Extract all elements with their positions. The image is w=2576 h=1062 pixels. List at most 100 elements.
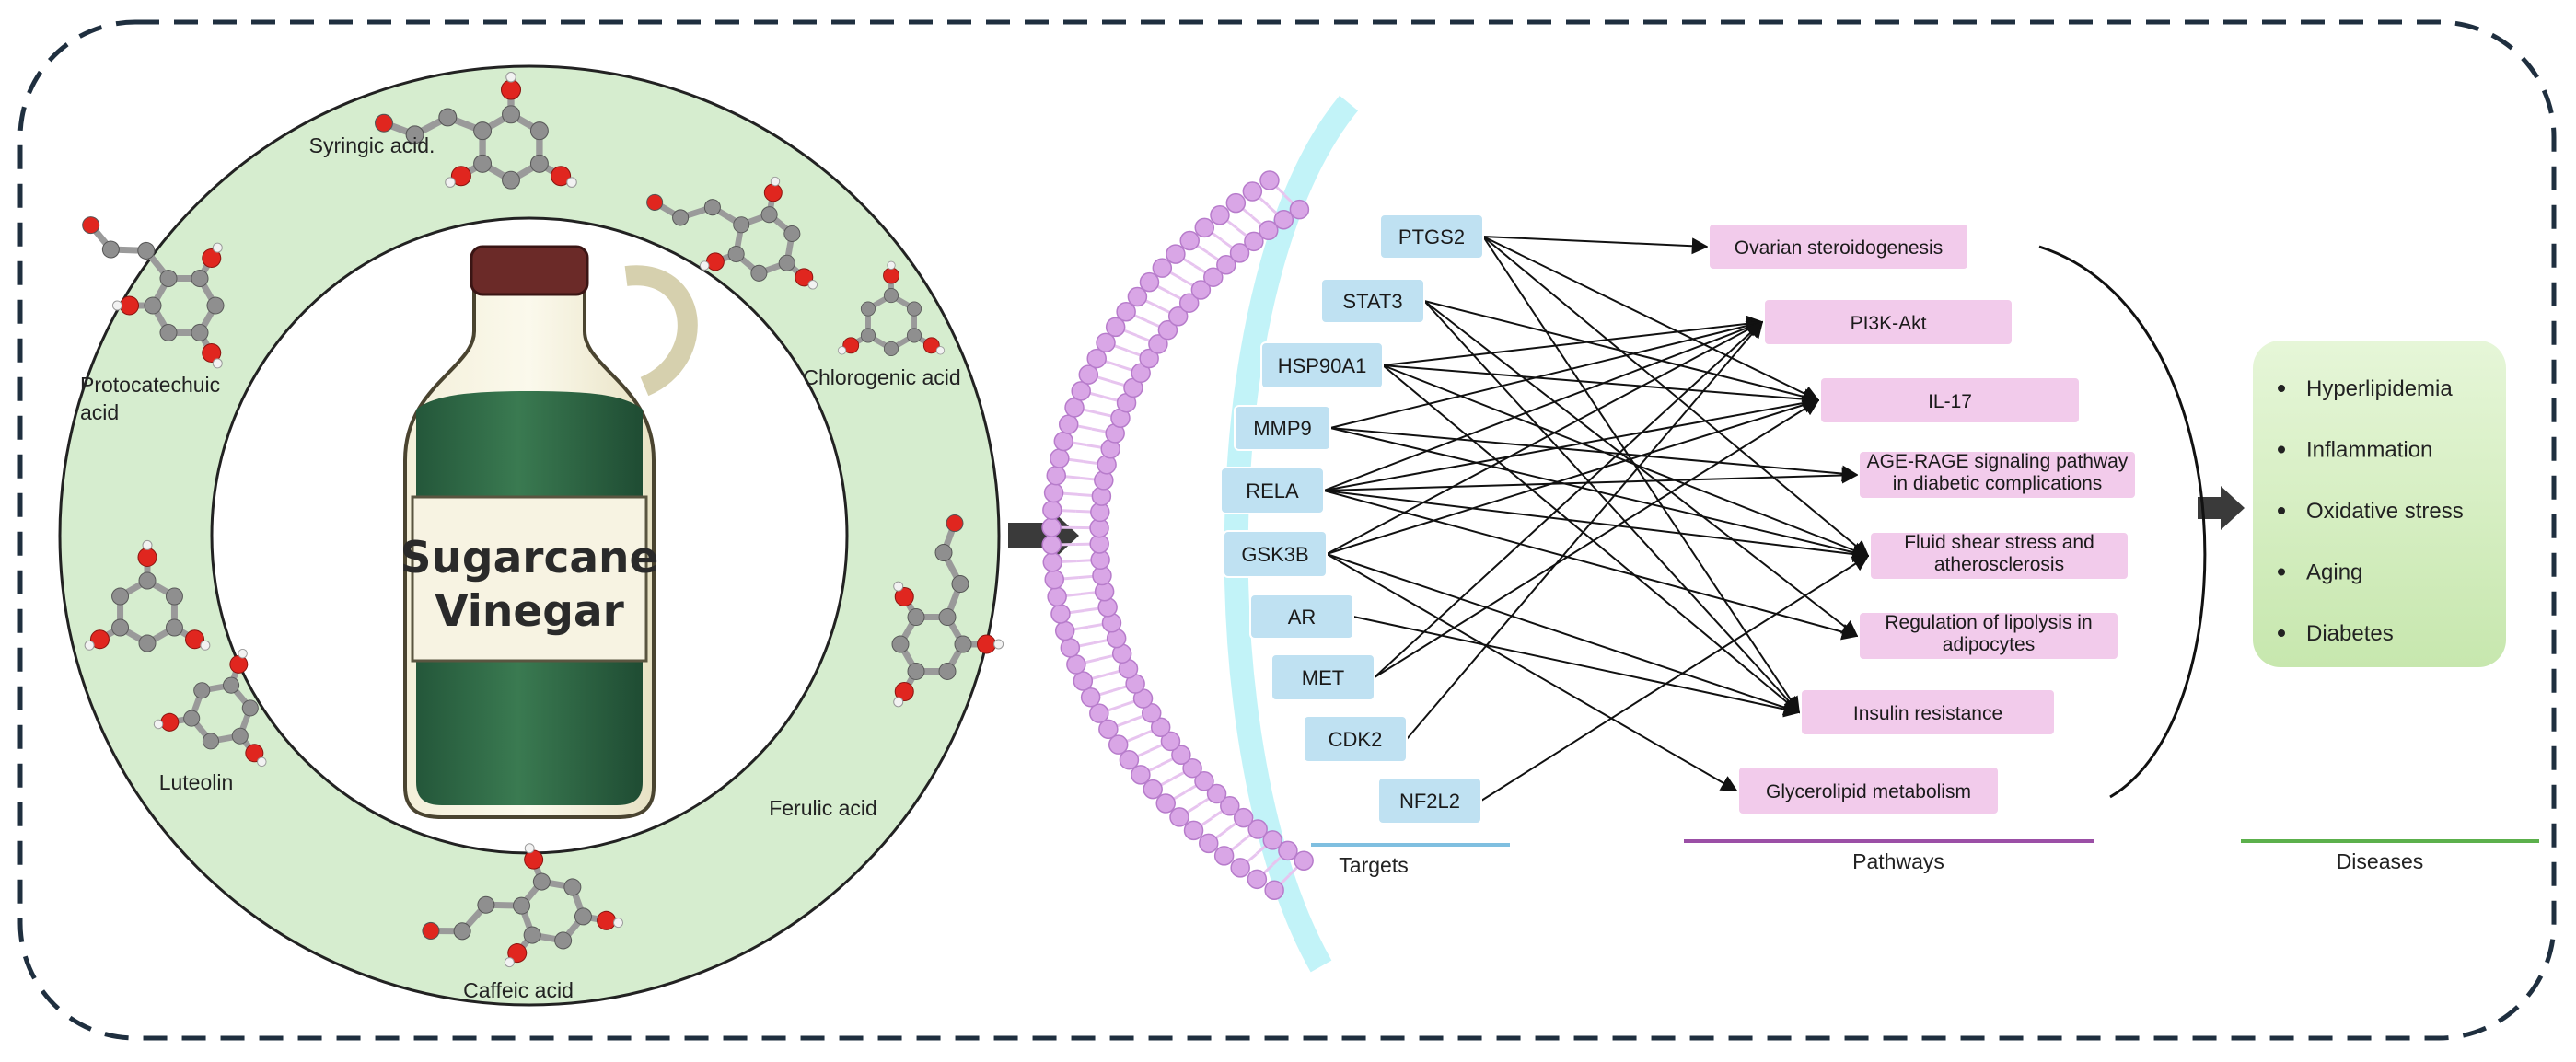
link-gsk3b-3: [1326, 397, 1820, 555]
mol-atom-carbon: [783, 225, 801, 242]
membrane-head: [1047, 586, 1067, 607]
link-rela-3: [1323, 395, 1820, 491]
membrane-head: [1220, 796, 1240, 816]
mol-atom-oxygen: [705, 252, 725, 271]
membrane-head: [1178, 293, 1200, 313]
membrane-head: [1143, 779, 1163, 800]
bottle-cap: [470, 245, 589, 296]
outer-dashed-frame: [17, 19, 2557, 1041]
mol-atom-carbon: [477, 895, 495, 914]
membrane-head: [1041, 535, 1062, 555]
disease-bullet: [2278, 629, 2285, 637]
molecule-chlorogenic-acid-ring2: [837, 260, 946, 356]
mol-atom-carbon: [951, 575, 969, 594]
mol-atom-carbon: [111, 587, 130, 606]
mol-atom-carbon: [223, 676, 240, 694]
mol-atom-hydrogen: [770, 176, 781, 187]
membrane-head: [1264, 880, 1284, 900]
target-node-stat3: STAT3: [1320, 278, 1425, 324]
link-gsk3b-2: [1326, 321, 1764, 555]
mol-atom-carbon: [529, 121, 549, 141]
membrane-head: [1157, 319, 1178, 341]
link-hsp90a1-2: [1382, 315, 1764, 366]
membrane-head: [1044, 569, 1064, 590]
mol-atom-carbon: [672, 209, 690, 226]
mol-atom-carbon: [159, 323, 178, 341]
membrane-head: [1167, 306, 1189, 327]
link-ptgs2-3: [1482, 236, 1820, 401]
membrane-head: [1183, 820, 1204, 841]
mol-atom-carbon: [954, 635, 972, 653]
compound-label-caffeic: Caffeic acid: [463, 978, 574, 1002]
membrane-head: [1225, 192, 1247, 214]
membrane-head: [1127, 286, 1148, 307]
target-box: [1220, 467, 1325, 514]
link-mmp9-4: [1329, 427, 1859, 482]
mol-atom-carbon: [938, 608, 957, 627]
membrane-head: [1116, 302, 1136, 322]
mol-atom-hydrogen: [212, 242, 223, 253]
membrane-glow: [1224, 95, 1359, 973]
mol-atom-carbon: [760, 206, 778, 224]
membrane-head: [1210, 204, 1230, 225]
target-box: [1377, 777, 1482, 825]
membrane-head: [1089, 703, 1109, 723]
mol-atom-hydrogen: [807, 280, 818, 290]
mol-atom-oxygen: [597, 910, 617, 930]
membrane-head: [1071, 381, 1091, 401]
target-label: STAT3: [1342, 290, 1402, 313]
link-met-3: [1374, 399, 1820, 678]
membrane-head: [1064, 398, 1085, 418]
pathway-box: [1869, 531, 2129, 581]
membrane-head: [1230, 858, 1250, 878]
membrane-head: [1259, 220, 1279, 241]
pathway-label: Glycerolipid metabolism: [1766, 781, 1971, 802]
membrane-head: [1080, 687, 1101, 708]
mol-atom-carbon: [453, 922, 471, 941]
target-node-ptgs2: PTGS2: [1379, 214, 1484, 260]
membrane-head: [1171, 745, 1191, 765]
membrane-head: [1289, 199, 1310, 220]
target-label: RELA: [1246, 479, 1299, 502]
target-box: [1223, 530, 1328, 578]
mol-atom-carbon: [906, 301, 922, 317]
mol-atom-oxygen: [842, 337, 860, 354]
target-node-met: MET: [1271, 653, 1375, 701]
mol-atom-oxygen: [89, 629, 110, 650]
membrane-head: [1182, 757, 1202, 779]
compound-label-luteolin: Luteolin: [159, 770, 234, 794]
membrane-head: [1166, 244, 1186, 264]
mol-atom-carbon: [241, 699, 259, 717]
mol-atom-oxygen: [946, 514, 964, 533]
mol-atom-carbon: [183, 710, 201, 727]
membrane-head: [1041, 517, 1062, 537]
membrane-head: [1108, 734, 1129, 755]
compound-label-protocatechuic-1: Protocatechuic: [80, 373, 220, 397]
target-box: [1320, 278, 1425, 324]
link-rela-4: [1323, 467, 1859, 491]
target-label: HSP90A1: [1278, 354, 1367, 377]
molecule-chlorogenic-acid: [646, 176, 818, 290]
mol-atom-hydrogen: [505, 72, 516, 83]
mol-atom-carbon: [907, 608, 925, 627]
pathway-node-2: PI3K-Akt: [1763, 298, 2013, 346]
disease-bullet: [2278, 568, 2285, 576]
target-label: NF2L2: [1399, 790, 1460, 813]
target-label: PTGS2: [1398, 225, 1465, 248]
molecule-ferulic-acid: [891, 514, 1004, 708]
mol-atom-hydrogen: [566, 177, 577, 188]
membrane-head: [1054, 620, 1075, 641]
mol-atom-oxygen: [245, 744, 264, 763]
mol-atom-oxygen: [160, 712, 180, 732]
membrane-head: [1273, 209, 1294, 230]
link-stat3-3: [1423, 300, 1820, 405]
disease-item-2: Inflammation: [2306, 438, 2432, 463]
molecule-syringic-acid: [375, 72, 577, 190]
mol-atom-carbon: [906, 328, 922, 343]
disease-item-1: Hyperlipidemia: [2306, 376, 2453, 401]
membrane-head: [1194, 217, 1215, 238]
membrane-head: [1148, 334, 1168, 354]
compound-label-ferulic: Ferulic acid: [769, 796, 877, 820]
membrane-head: [1278, 840, 1298, 861]
